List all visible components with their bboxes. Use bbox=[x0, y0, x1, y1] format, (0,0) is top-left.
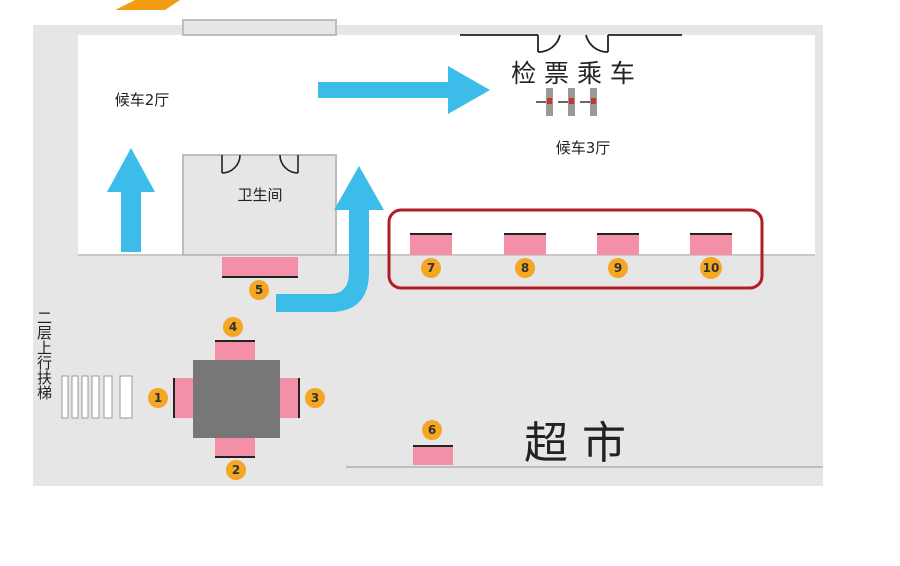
counter-4 bbox=[215, 340, 255, 360]
counter-6 bbox=[413, 445, 453, 465]
pillar bbox=[193, 360, 280, 438]
marker-1-label: 1 bbox=[154, 391, 162, 405]
ticket-check-label: 检 票 乘 车 bbox=[511, 59, 635, 88]
escalator-label: 二层上行扶梯 bbox=[35, 310, 53, 400]
arrow-curve-up-icon bbox=[276, 166, 384, 312]
marker-5: 5 bbox=[249, 280, 269, 300]
restroom-door-icon bbox=[221, 154, 299, 174]
ticket-gate-icon bbox=[536, 88, 597, 116]
marker-7: 7 bbox=[421, 258, 441, 278]
marker-7-label: 7 bbox=[427, 261, 435, 275]
counter-5 bbox=[222, 257, 298, 278]
hall2-label: 候车2厅 bbox=[115, 91, 170, 109]
counter-7 bbox=[410, 233, 452, 255]
hall3-label: 候车3厅 bbox=[556, 139, 611, 157]
counter-1 bbox=[173, 378, 193, 418]
counter-3 bbox=[280, 378, 300, 418]
arrow-right-icon bbox=[318, 66, 490, 114]
escalator-icon bbox=[61, 375, 133, 419]
marker-10-label: 10 bbox=[703, 261, 720, 275]
entrance-door-icon bbox=[460, 34, 682, 53]
marker-10: 10 bbox=[700, 257, 722, 279]
marker-8-label: 8 bbox=[521, 261, 529, 275]
marker-4-label: 4 bbox=[229, 320, 237, 334]
marker-3: 3 bbox=[305, 388, 325, 408]
counter-8 bbox=[504, 233, 546, 255]
top-room bbox=[182, 19, 337, 36]
marker-6-label: 6 bbox=[428, 423, 436, 437]
marker-5-label: 5 bbox=[255, 283, 263, 297]
marker-4: 4 bbox=[223, 317, 243, 337]
marker-3-label: 3 bbox=[311, 391, 319, 405]
counter-10 bbox=[690, 233, 732, 255]
marker-9: 9 bbox=[608, 258, 628, 278]
marker-2: 2 bbox=[226, 460, 246, 480]
marker-6: 6 bbox=[422, 420, 442, 440]
restroom-block bbox=[182, 154, 337, 256]
marker-8: 8 bbox=[515, 258, 535, 278]
arrow-up-left-icon bbox=[107, 148, 155, 252]
marker-2-label: 2 bbox=[232, 463, 240, 477]
restroom-label: 卫生间 bbox=[237, 186, 282, 204]
highlight-box bbox=[387, 208, 764, 290]
marker-1: 1 bbox=[148, 388, 168, 408]
marker-9-label: 9 bbox=[614, 261, 622, 275]
orange-corner-icon bbox=[115, 0, 180, 10]
supermarket-label: 超 市 bbox=[524, 418, 626, 469]
counter-9 bbox=[597, 233, 639, 255]
counter-2 bbox=[215, 438, 255, 458]
